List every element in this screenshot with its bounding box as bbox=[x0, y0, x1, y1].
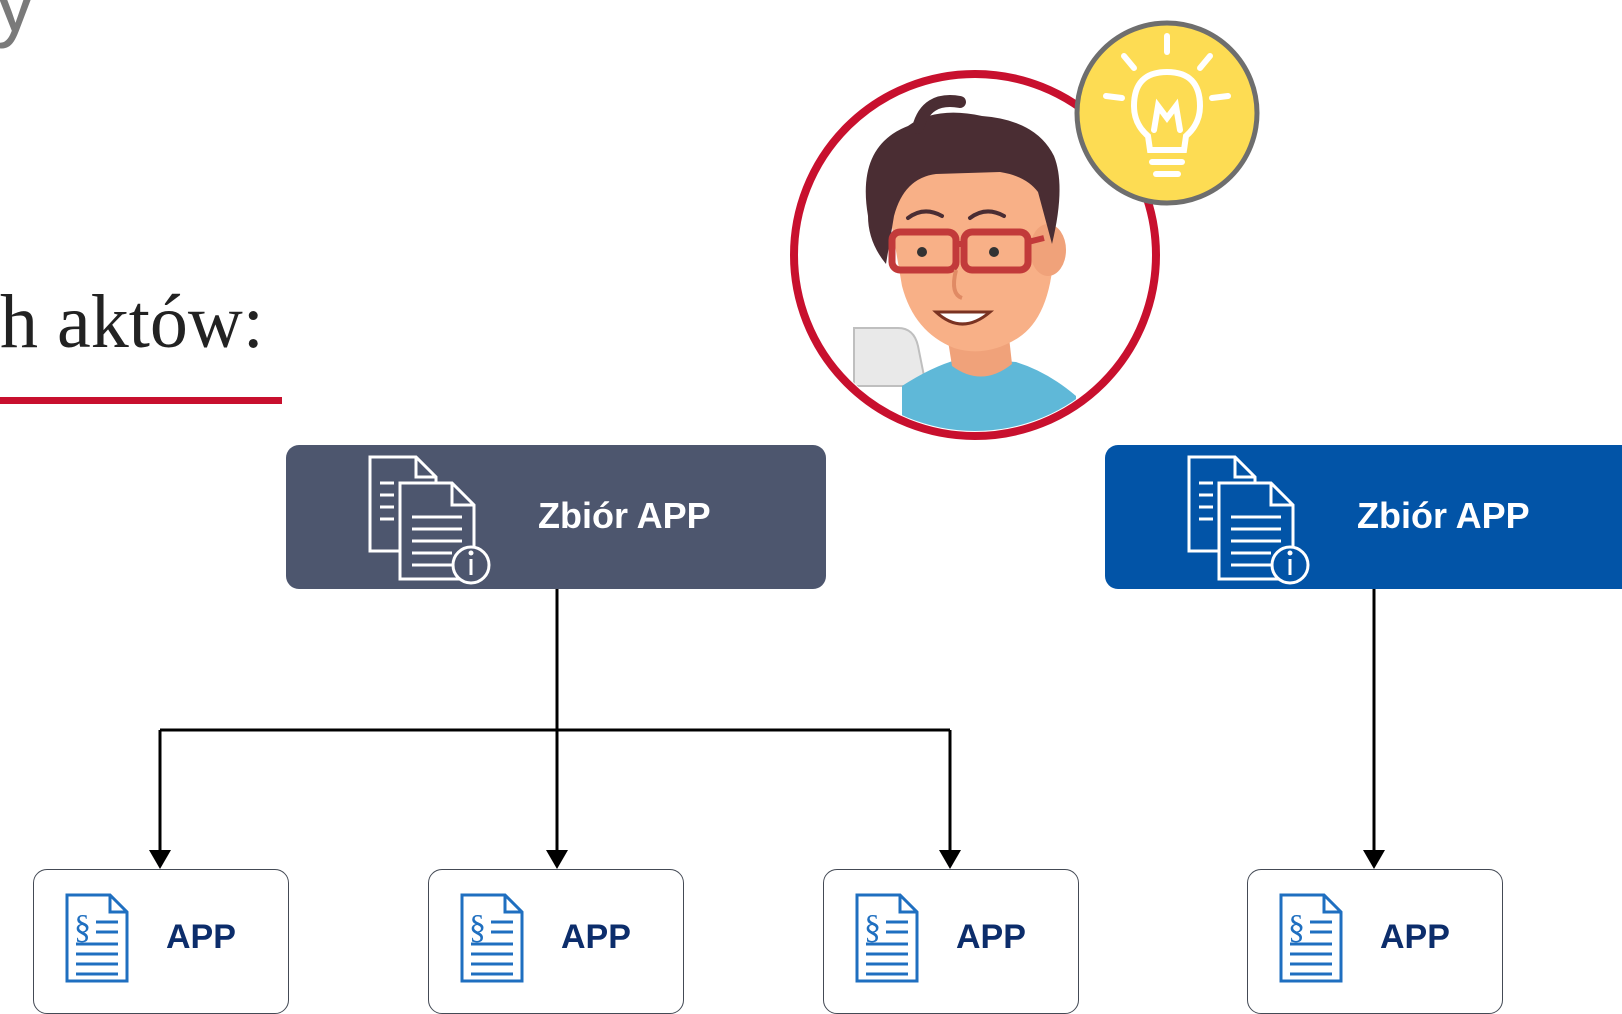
app-label: APP bbox=[1380, 918, 1450, 956]
app-box: § APP bbox=[1247, 869, 1503, 1014]
legal-document-icon: § bbox=[460, 893, 524, 983]
legal-document-icon: § bbox=[1279, 893, 1343, 983]
arrowhead bbox=[149, 850, 171, 869]
app-label: APP bbox=[956, 918, 1026, 956]
collection-label: Zbiór APP bbox=[538, 495, 711, 536]
heading-underline bbox=[0, 397, 282, 404]
lightbulb-icon bbox=[1072, 18, 1262, 208]
avatar-illustration bbox=[786, 66, 1164, 444]
svg-text:§: § bbox=[74, 909, 91, 946]
app-box: § APP bbox=[428, 869, 684, 1014]
svg-text:§: § bbox=[469, 909, 486, 946]
app-label: APP bbox=[166, 918, 236, 956]
app-label: APP bbox=[561, 918, 631, 956]
arrowhead bbox=[1363, 850, 1385, 869]
legal-document-icon: § bbox=[65, 893, 129, 983]
arrowhead bbox=[939, 850, 961, 869]
collection-box-gray: Zbiór APP bbox=[286, 445, 826, 589]
app-box: § APP bbox=[33, 869, 289, 1014]
svg-text:§: § bbox=[1288, 909, 1305, 946]
collection-label: Zbiór APP bbox=[1357, 495, 1530, 536]
arrowhead bbox=[546, 850, 568, 869]
page-heading: h aktów: bbox=[0, 280, 264, 364]
app-box: § APP bbox=[823, 869, 1079, 1014]
partial-heading-glyph: y bbox=[0, 0, 36, 49]
documents-info-icon bbox=[1187, 455, 1310, 585]
legal-document-icon: § bbox=[855, 893, 919, 983]
collection-box-blue: Zbiór APP bbox=[1105, 445, 1622, 589]
documents-info-icon bbox=[368, 455, 491, 585]
svg-text:§: § bbox=[864, 909, 881, 946]
